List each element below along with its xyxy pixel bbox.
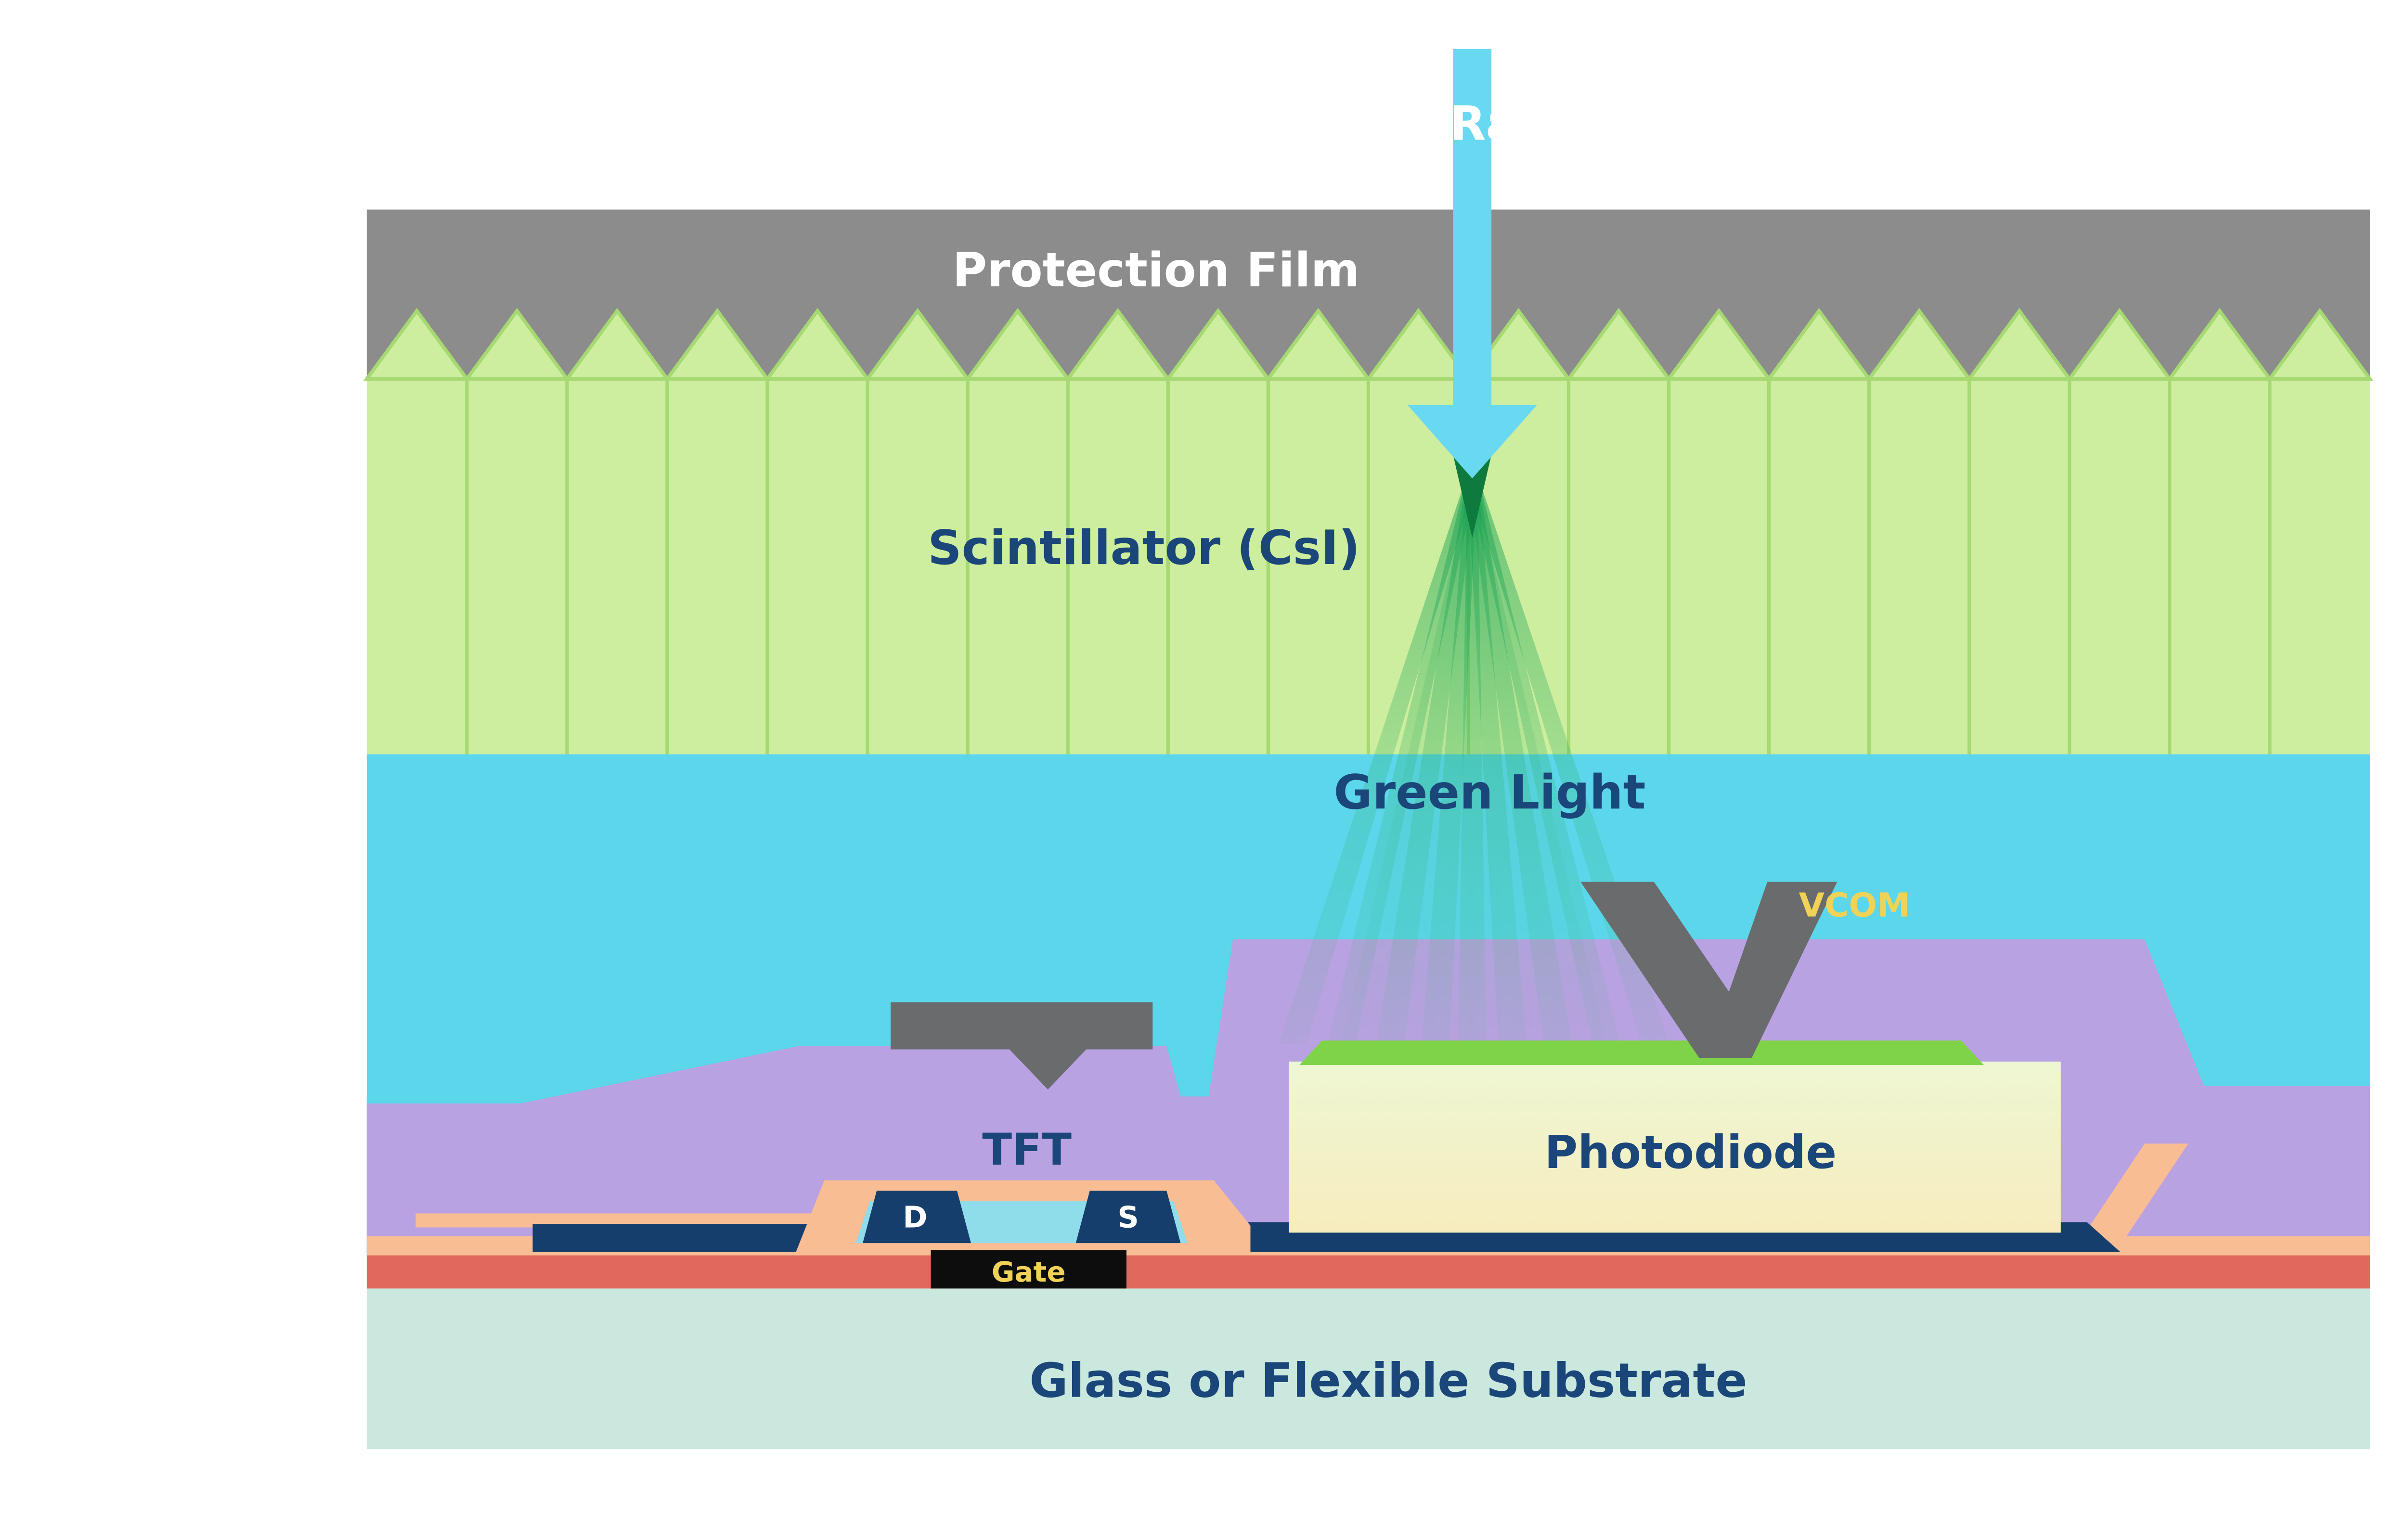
scintillator-column-tip — [1165, 308, 1272, 381]
photodiode-top-contact — [1299, 1040, 1984, 1065]
xray-impact-point — [1451, 447, 1493, 538]
scintillator-column-tip — [663, 308, 771, 381]
vcom-electrode — [1580, 882, 1838, 1058]
scintillator-column-tip — [463, 308, 571, 381]
scintillator-label: Scintillator (CsI) — [928, 521, 1360, 576]
scintillator-column-tip — [1966, 308, 2073, 381]
drain-label: D — [903, 1200, 927, 1234]
substrate-label: Glass or Flexible Substrate — [1029, 1353, 1747, 1408]
green-light-ray — [1467, 475, 1572, 1044]
source-label: S — [1117, 1200, 1139, 1234]
photodiode-label: Photodiode — [1544, 1126, 1837, 1179]
scintillator-column-tip — [864, 308, 971, 381]
data-line-metal — [532, 1224, 812, 1252]
scintillator-column-tip — [1365, 308, 1472, 381]
buffer-layer — [366, 1255, 2370, 1289]
scintillator-column-tip — [1865, 308, 1973, 381]
gate-electrode — [931, 1250, 1126, 1289]
green-light-ray — [1467, 475, 1527, 1044]
scintillator-column-tip — [563, 308, 671, 381]
scintillator-column-tip — [363, 308, 471, 381]
scintillator-column-tip — [1565, 308, 1672, 381]
green-light-ray — [1376, 475, 1478, 1044]
tft-label: TFT — [982, 1125, 1072, 1175]
green-light-ray — [1327, 475, 1478, 1044]
scintillator-column-tip — [1465, 308, 1572, 381]
substrate-layer — [366, 1288, 2370, 1450]
scintillator-column-tip — [1265, 308, 1372, 381]
scintillator-columns — [363, 308, 2374, 755]
gate-label: Gate — [992, 1256, 1066, 1288]
xray-arrow-head — [1407, 405, 1537, 479]
scintillator-column-tip — [2066, 308, 2173, 381]
insulator-step-right — [2078, 1143, 2188, 1244]
protection-film-layer — [366, 209, 2370, 379]
scintillator-column-tip — [2266, 308, 2374, 381]
scintillator-column-tip — [964, 308, 1072, 381]
drain-electrode — [863, 1191, 971, 1244]
scintillator-column-tip — [1665, 308, 1773, 381]
scintillator-column-tip — [764, 308, 871, 381]
green-light-ray — [1467, 475, 1621, 1044]
green-light-label: Green Light — [1334, 765, 1646, 820]
protection-film-label: Protection Film — [952, 243, 1359, 298]
photodiode-body — [1289, 1061, 2061, 1233]
light-shield-metal — [891, 1002, 1153, 1090]
scintillator-column-tip — [1765, 308, 1873, 381]
green-light-ray — [1278, 475, 1478, 1044]
xray-arrow-shaft — [1453, 49, 1492, 405]
vcom-label: VCOM — [1799, 886, 1910, 925]
xray-label: X-Ray — [1398, 96, 1547, 151]
scintillator-column-tip — [2166, 308, 2274, 381]
green-light-ray — [1422, 475, 1478, 1044]
scintillator-column-tip — [1064, 308, 1172, 381]
source-electrode — [1075, 1191, 1181, 1244]
